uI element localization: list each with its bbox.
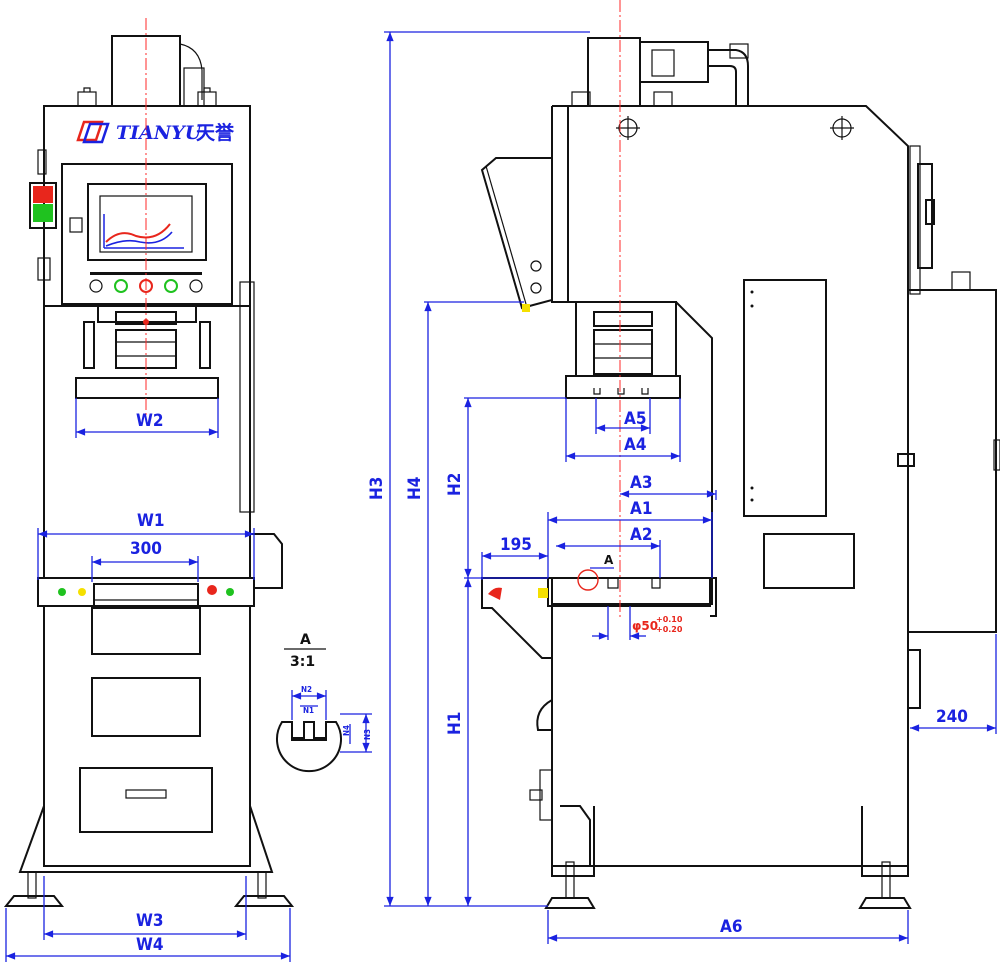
dim-w4: W4 [5, 908, 291, 962]
dim-h2: H2 [445, 397, 566, 579]
side-valve-block [639, 41, 709, 83]
front-hose [179, 43, 203, 100]
dim-w3: W3 [43, 876, 247, 940]
front-eyebolt-right [197, 87, 217, 107]
dim-300: 300 [91, 539, 199, 582]
side-handwheel [917, 163, 933, 269]
detail-scale: 3:1 [290, 654, 315, 670]
front-foot-left [3, 871, 65, 907]
side-control-panel [480, 157, 553, 310]
panel-port [69, 217, 83, 233]
dim-240-label: 240 [936, 707, 968, 727]
hmi-curve-blue [105, 231, 173, 247]
dim-h1-label: H1 [445, 712, 465, 735]
brand-name: TIANYU [116, 122, 203, 144]
dim-a2-label: A2 [630, 525, 652, 545]
dim-a6: A6 [547, 910, 909, 944]
dim-a4: A4 [565, 398, 681, 462]
signal-tower [29, 182, 57, 229]
dim-h3: H3 [367, 31, 590, 907]
brand-logo: TIANYU 天誉 [76, 120, 235, 144]
dim-w1: W1 [37, 511, 255, 580]
side-front-shelf [481, 577, 553, 659]
dim-w4-label: W4 [136, 935, 164, 955]
side-access-door [743, 279, 827, 517]
front-table-bracket [250, 533, 283, 589]
side-view: H3 H4 H2 H1 A5 A4 [367, 0, 1000, 944]
dim-bore-tol-bottom: +0.20 [656, 625, 683, 634]
side-nameplate [763, 533, 855, 589]
dim-a3: A3 [620, 473, 717, 500]
c-frame [551, 105, 909, 867]
detail-callout-label: A [604, 553, 614, 567]
dim-bore-tol-top: +0.10 [656, 615, 683, 624]
dim-a1: A1 [547, 499, 713, 578]
dim-h3-label: H3 [367, 477, 387, 500]
dim-h1: H1 [445, 578, 472, 906]
dim-h4-label: H4 [405, 477, 425, 500]
side-foot-left [544, 861, 596, 909]
brand-chinese: 天誉 [196, 121, 235, 144]
dim-w2: W2 [75, 398, 219, 438]
front-foot-right [233, 871, 295, 907]
dim-w3-label: W3 [136, 911, 164, 931]
side-cylinder-housing [587, 37, 641, 107]
front-upper-die-plate [75, 377, 219, 399]
drawer-handle[interactable] [125, 789, 167, 799]
front-door [91, 677, 201, 737]
hmi-screen-frame [87, 183, 207, 261]
dim-h4: H4 [405, 301, 524, 906]
dim-a3-label: A3 [630, 473, 652, 493]
detail-callout: A [590, 553, 614, 569]
dim-240: 240 [910, 634, 997, 734]
dim-bore-label: φ50 [632, 619, 658, 633]
panel-knob-2[interactable] [189, 279, 203, 293]
detail-n3: N3 [363, 729, 372, 740]
panel-button-green-1[interactable] [114, 279, 128, 293]
detail-title: A [300, 632, 311, 648]
front-eyebolt-left [77, 87, 97, 107]
dim-a6-label: A6 [720, 917, 742, 937]
dim-a2: A2 [556, 525, 661, 578]
detail-n2: N2 [301, 685, 312, 694]
detail-n1: N1 [303, 706, 314, 715]
front-worktable [37, 577, 255, 607]
front-side-guard [239, 281, 255, 513]
dim-w1-label: W1 [137, 511, 165, 531]
dim-a1-label: A1 [630, 499, 652, 519]
side-foot-right [858, 861, 912, 909]
dim-195-label: 195 [500, 535, 532, 555]
front-column-body [43, 305, 251, 579]
electrical-cabinet [907, 289, 997, 633]
detail-a: A 3:1 N2 N1 N3 N4 [276, 632, 372, 773]
dim-a5-label: A5 [624, 409, 646, 429]
dim-h2-label: H2 [445, 473, 465, 496]
dim-195: 195 [481, 535, 548, 580]
panel-button-green-2[interactable] [164, 279, 178, 293]
tslot-profile [276, 721, 342, 773]
front-drawer[interactable] [79, 767, 213, 833]
detail-n4: N4 [342, 725, 351, 736]
hmi-curve-red [105, 223, 171, 243]
hmi-screen [99, 195, 193, 253]
side-upper-die [565, 375, 681, 399]
dim-bore: φ50 +0.10 +0.20 [592, 606, 683, 640]
control-panel [61, 163, 233, 305]
panel-knob-1[interactable] [89, 279, 103, 293]
front-view: TIANYU 天誉 [3, 18, 295, 962]
side-worktable [547, 577, 711, 607]
dim-300-label: 300 [130, 539, 162, 559]
dim-w2-label: W2 [136, 411, 164, 431]
dim-a5: A5 [595, 398, 651, 434]
dim-a4-label: A4 [624, 435, 646, 455]
